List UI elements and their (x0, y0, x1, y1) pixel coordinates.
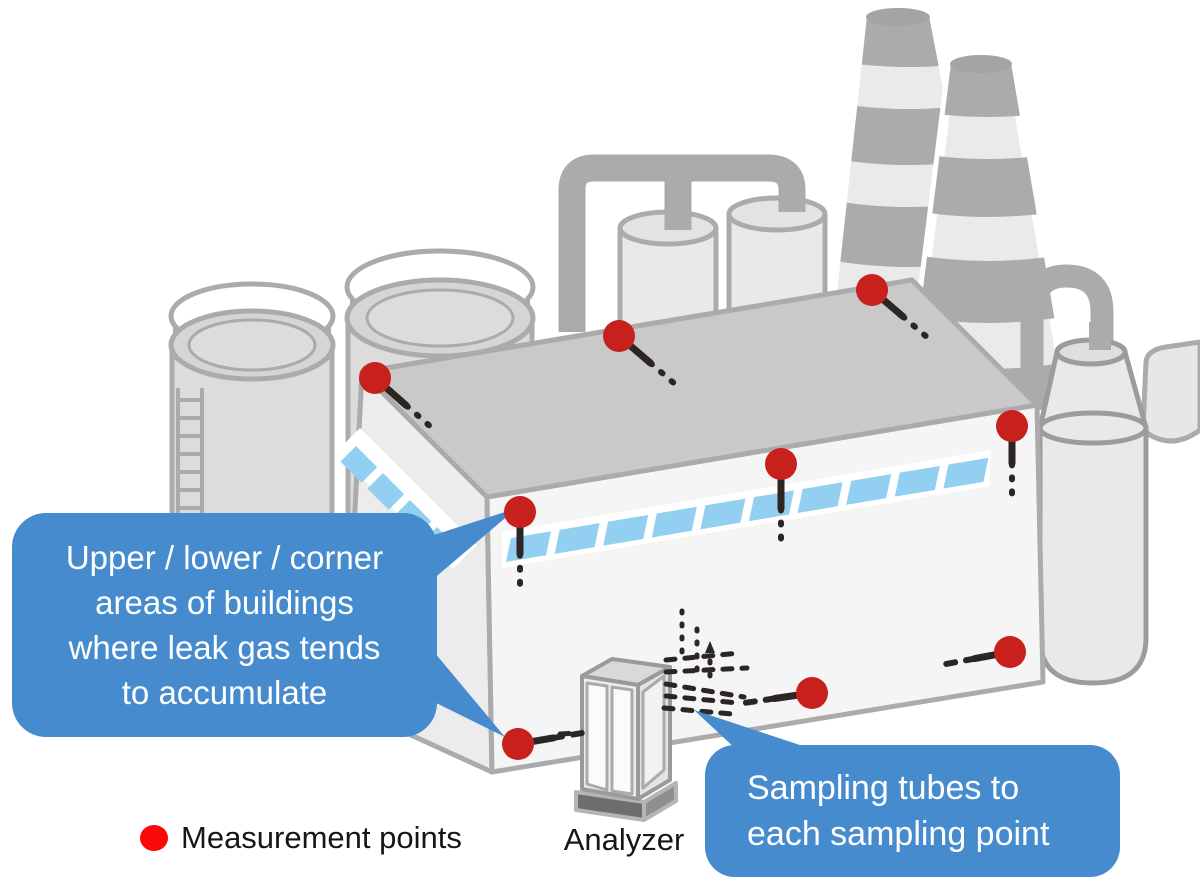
measurement-point-roof-center (603, 320, 635, 352)
building-roof (359, 277, 1040, 500)
legend: Measurement points (140, 820, 462, 856)
tank-far-right (1140, 339, 1200, 444)
callout-tubes-tail (694, 710, 815, 750)
tube-end-wall-lower-right (943, 655, 978, 667)
measurement-point-wall-upper-right (996, 410, 1028, 442)
callout-line: each sampling point (747, 815, 1050, 853)
callout-accumulation-areas: Upper / lower / corner areas of building… (12, 513, 437, 737)
measurement-point-wall-upper-left (504, 496, 536, 528)
window-pane (700, 498, 746, 530)
measurement-points-layer (359, 274, 1028, 760)
measurement-point-wall-lower-middle (796, 677, 828, 709)
callout-sampling-tubes: Sampling tubes to each sampling point (705, 745, 1120, 877)
measurement-point-roof-right (856, 274, 888, 306)
measurement-point-wall-lower-right (994, 636, 1026, 668)
window-pane (603, 514, 649, 546)
tube-end-wall-lower-left (550, 730, 585, 741)
window-pane (943, 457, 989, 489)
arch-pipe-icon (1020, 264, 1114, 410)
callout-line: areas of buildings (95, 584, 354, 621)
analyzer-label: Analyzer (563, 822, 685, 857)
tank-right-icon (1037, 322, 1149, 686)
measurement-point-legend-icon (140, 825, 168, 851)
callout-areas-tail-lower (424, 640, 505, 737)
tube-end-roof-center (647, 359, 679, 388)
measurement-point-roof-left (359, 362, 391, 394)
tube-end-roof-left (403, 402, 435, 431)
front-window-panes (506, 457, 989, 562)
callout-line: Upper / lower / corner (65, 539, 384, 576)
tube-end-wall-lower-middle (741, 695, 778, 706)
window-pane (846, 474, 892, 505)
window-pane (651, 506, 697, 538)
callout-tails (424, 508, 815, 750)
callout-line: Sampling tubes to (747, 769, 1020, 807)
measurement-point-wall-upper-middle (765, 448, 797, 480)
window-pane (554, 523, 600, 554)
callout-areas-tail-upper (425, 508, 517, 586)
sampling-tubes-icon (557, 604, 750, 737)
callout-line: where leak gas tends (68, 629, 381, 666)
legend-label: Measurement points (181, 820, 462, 855)
tube-end-roof-right (899, 313, 931, 341)
window-pane (894, 465, 940, 497)
measurement-point-wall-lower-left (502, 728, 534, 760)
analyzer-icon (574, 657, 678, 822)
window-pane (797, 482, 843, 514)
callout-line: to accumulate (121, 674, 328, 711)
